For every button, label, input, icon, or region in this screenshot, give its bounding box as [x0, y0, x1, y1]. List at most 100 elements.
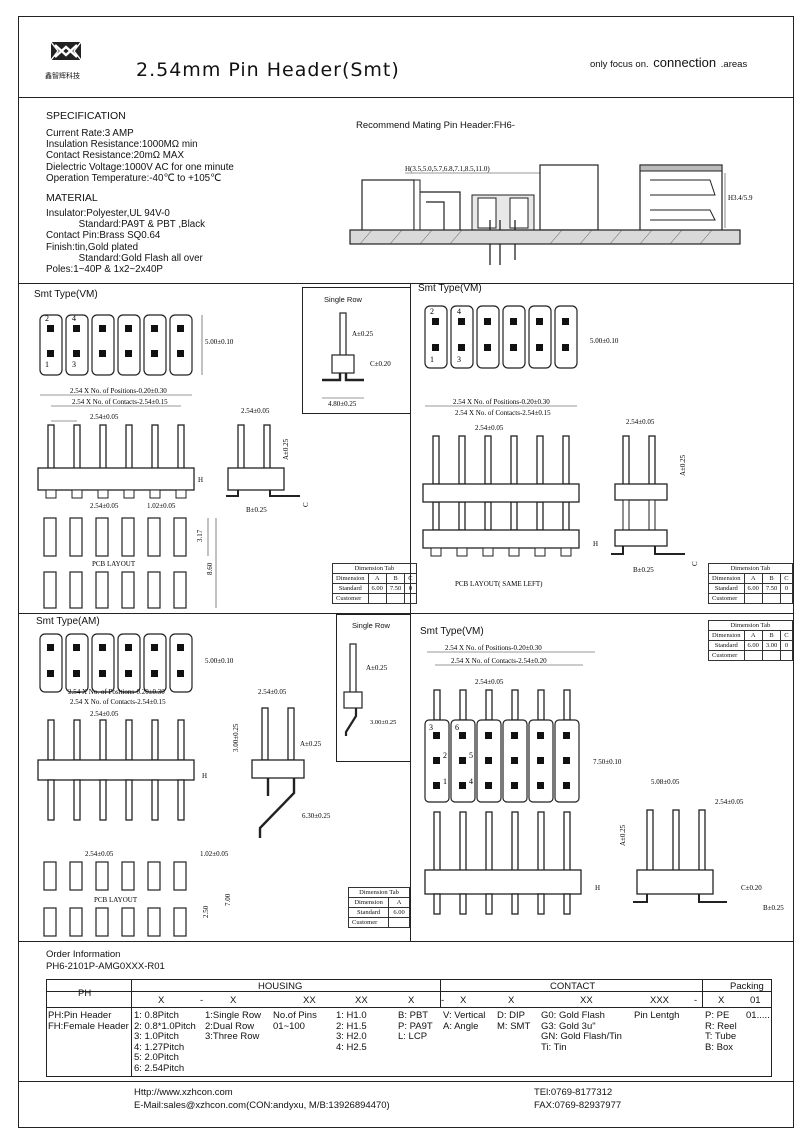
order-desc-material: B: PBT P: PA9T L: LCP — [398, 1010, 433, 1043]
mating-dim-h2: H3.4/5.9 — [728, 194, 753, 202]
am-side-630: 6.30±0.25 — [302, 812, 331, 820]
footer-email[interactable]: E-Mail:sales@xzhcon.com(CON:andyxu, M/B:… — [134, 1100, 390, 1111]
dim-tab-title: Dimension Tab — [708, 620, 793, 631]
dim-tab-title: Dimension Tab — [332, 563, 417, 574]
vm3-dim-h: H — [595, 884, 600, 892]
panel-am-title: Smt Type(AM) — [36, 616, 100, 627]
vm1-dim-102: 1.02±0.05 — [147, 502, 176, 510]
svg-text:6: 6 — [455, 723, 459, 732]
panel-vm1-title: Smt Type(VM) — [34, 289, 98, 300]
single-row-drawing: A±0.25 C±0.20 4.80±0.25 — [322, 312, 391, 408]
spec-line: Contact Resistance:20mΩ MAX — [46, 150, 185, 162]
dim-tab-cell: Standard — [332, 583, 369, 594]
dim-tab-cell: B — [761, 573, 782, 584]
single-row-box-2 — [336, 614, 411, 762]
vm3-side-a: A±0.25 — [619, 824, 627, 846]
order-col-housing: HOUSING — [258, 981, 303, 992]
am-dim-500: 5.00±0.10 — [205, 657, 234, 665]
vm2-side-254: 2.54±0.05 — [626, 418, 655, 426]
order-code-cell: - — [200, 995, 204, 1006]
svg-text:3: 3 — [72, 360, 76, 369]
vm1-dim-500: 5.00±0.10 — [205, 338, 234, 346]
dim-tab-cell: C — [780, 573, 793, 584]
am-dim-700: 7.00 — [224, 893, 232, 906]
dim-tab-cell: C — [780, 630, 793, 641]
vm1-dim-317: 3.17 — [196, 529, 204, 542]
dim-tab-cell: 7.50 — [761, 583, 782, 594]
svg-text:2: 2 — [45, 314, 49, 323]
order-code-cell: X — [460, 995, 467, 1006]
panel-divider-lower-mid — [410, 613, 411, 941]
dim-tab-cell: Dimension — [332, 573, 369, 584]
single-row-a: A±0.25 — [352, 330, 374, 338]
svg-text:1: 1 — [443, 777, 447, 786]
svg-text:3: 3 — [457, 355, 461, 364]
single-row-box — [302, 287, 411, 414]
vm3-drawing: 2.54 X No. of Positions-0.20±0.30 2.54 X… — [424, 644, 784, 915]
material-line: Finish:tin,Gold plated — [46, 241, 139, 253]
panel-vm3-title: Smt Type(VM) — [420, 626, 484, 637]
panel-divider-mid — [18, 613, 794, 614]
mating-drawing: H(3.5,5.0,5.7,6.8,7.1,8.5,11.0) H3.4/5.9 — [349, 164, 753, 265]
vm2-side-c: C — [691, 561, 699, 566]
dim-tab-cell: 0 — [404, 583, 417, 594]
vm2-dim-pos: 2.54 X No. of Positions-0.20±0.30 — [453, 398, 550, 406]
header-divider — [18, 97, 794, 98]
slogan-suffix: .areas — [720, 59, 748, 70]
order-desc-rows: 1:Single Row 2:Dual Row 3:Three Row — [205, 1010, 261, 1043]
single-row-label: Single Row — [324, 295, 362, 304]
vm2-pcb-layout: PCB LAYOUT( SAME LEFT) — [455, 580, 543, 588]
dim-tab-cell: 6.00 — [367, 583, 387, 594]
order-code-cell: 01 — [750, 995, 761, 1006]
spec-line: Operation Temperature:-40℃ to +105℃ — [46, 172, 222, 184]
order-code-cell: - — [441, 995, 445, 1006]
order-heading: Order Information — [46, 949, 121, 960]
dim-tab-cell: A — [743, 573, 763, 584]
spec-line: Current Rate:3 AMP — [46, 128, 134, 139]
material-heading: MATERIAL — [46, 192, 98, 204]
order-code-cell: X — [508, 995, 515, 1006]
spec-line: Insulation Resistance:1000MΩ min — [46, 139, 198, 151]
order-code-cell: XX — [355, 995, 368, 1006]
vm2-side-b: B±0.25 — [633, 566, 654, 574]
order-hline — [46, 1007, 772, 1008]
vm1-dim-pos: 2.54 X No. of Positions-0.20±0.30 — [70, 387, 167, 395]
vm2-dim-500: 5.00±0.10 — [590, 337, 619, 345]
footer-website[interactable]: Http://www.xzhcon.com — [134, 1087, 233, 1098]
order-desc-plating: G0: Gold Flash G3: Gold 3u" GN: Gold Fla… — [541, 1010, 622, 1053]
am-dim-h: H — [202, 772, 207, 780]
vm1-dim-254: 2.54±0.05 — [90, 413, 119, 421]
dim-tab-cell: Customer — [708, 593, 745, 604]
order-vline — [131, 979, 132, 1077]
drawing-frame — [18, 16, 794, 1128]
dim-tab-cell: C — [404, 573, 417, 584]
single-row2-300: 3.00±0.25 — [370, 719, 396, 726]
vm1-dim-860: 8.60 — [206, 562, 214, 575]
order-desc-suffix: 01..... — [746, 1010, 770, 1021]
svg-text:4: 4 — [72, 314, 76, 323]
vm1-dim-254b: 2.54±0.05 — [90, 502, 119, 510]
vm3-dim-contacts: 2.54 X No. of Contacts-2.54±0.20 — [451, 657, 547, 665]
order-desc-packing: P: PE R: Reel T: Tube B: Box — [705, 1010, 737, 1053]
vm3-side-c: C±0.20 — [741, 884, 762, 892]
order-desc-ph: PH:Pin Header FH:Female Header — [48, 1010, 129, 1032]
svg-text:3: 3 — [429, 723, 433, 732]
company-name: 鑫智辉科技 — [45, 73, 80, 80]
dim-tab-cell: Customer — [332, 593, 369, 604]
order-desc-mount: D: DIP M: SMT — [497, 1010, 531, 1032]
order-col-contact: CONTACT — [550, 981, 596, 992]
order-code-cell: X — [718, 995, 725, 1006]
svg-text:2: 2 — [430, 307, 434, 316]
single-row2-a: A±0.25 — [366, 664, 388, 672]
material-line: Insulator:Polyester,UL 94V-0 — [46, 208, 170, 219]
single-row-c: C±0.20 — [370, 360, 391, 368]
order-hline — [46, 991, 772, 992]
order-desc-type: V: Vertical A: Angle — [443, 1010, 486, 1032]
vm3-side-254: 2.54±0.05 — [715, 798, 744, 806]
vm3-dim-254: 2.54±0.05 — [475, 678, 504, 686]
mating-dim-h: H(3.5,5.0,5.7,6.8,7.1,8.5,11.0) — [405, 165, 490, 173]
am-side-300: 3.00±0.25 — [232, 723, 240, 752]
slogan-main: connection — [653, 55, 717, 70]
